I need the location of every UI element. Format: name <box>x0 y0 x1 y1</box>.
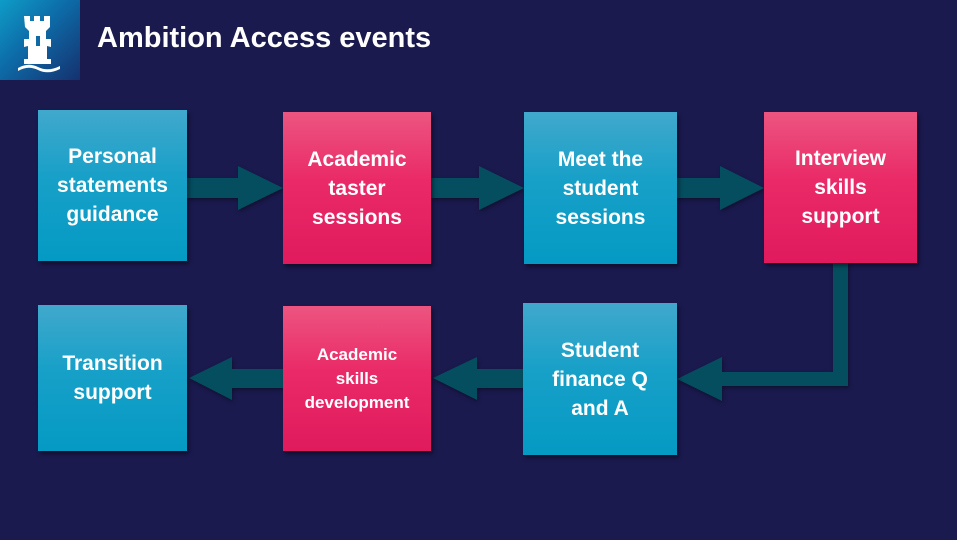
page-title: Ambition Access events <box>97 22 432 54</box>
step-label: Interview skills support <box>794 147 887 228</box>
step-transition-support: Transition support <box>38 305 187 451</box>
step-student-finance: Student finance Q and A <box>523 303 677 455</box>
castle-tower-logo-icon <box>18 16 60 73</box>
arrow-left-6 <box>189 357 283 400</box>
step-academic-taster: Academic taster sessions <box>283 112 431 264</box>
arrow-left-5 <box>433 357 523 400</box>
step-academic-skills: Academic skills development <box>283 306 431 451</box>
step-personal-statements: Personal statements guidance <box>38 110 187 261</box>
arrow-elbow-4 <box>677 263 848 401</box>
arrow-right-2 <box>431 166 524 210</box>
arrow-right-1 <box>187 166 283 210</box>
step-interview-skills: Interview skills support <box>764 112 917 263</box>
university-logo <box>0 0 80 80</box>
step-label: Student finance Q and A <box>552 338 648 420</box>
step-label: Meet the student sessions <box>555 147 646 229</box>
step-label: Academic taster sessions <box>307 147 407 229</box>
step-meet-the-student: Meet the student sessions <box>524 112 677 264</box>
step-label: Academic skills development <box>304 344 410 412</box>
arrow-right-3 <box>677 166 764 210</box>
step-label: Transition support <box>62 352 163 404</box>
step-label: Personal statements guidance <box>57 145 168 226</box>
